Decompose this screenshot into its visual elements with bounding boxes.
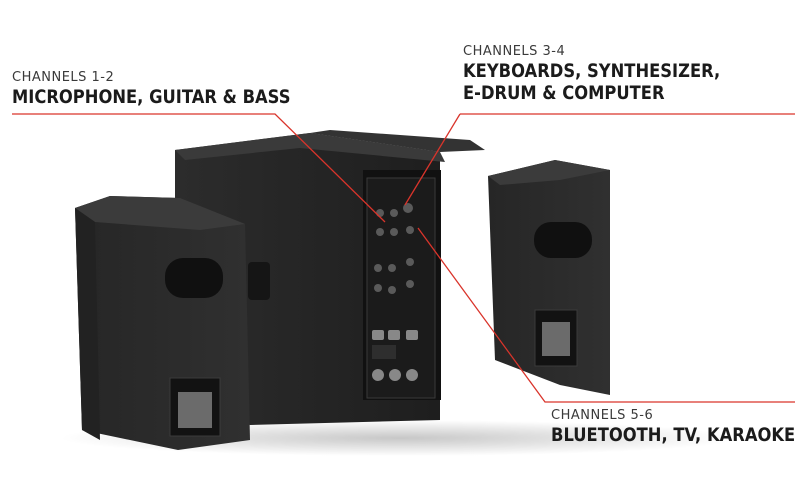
callout-title-line-2: E-DRUM & COMPUTER	[463, 82, 665, 104]
callout-channels-5-6: CHANNELS 5-6 BLUETOOTH, TV, KARAOKE	[551, 408, 800, 446]
io-jacks	[372, 330, 418, 381]
control-knobs	[374, 203, 414, 294]
handle-slot	[248, 262, 270, 300]
callout-label: CHANNELS 3-4	[463, 44, 566, 59]
satellite-speaker-left	[75, 196, 250, 450]
callout-lines	[12, 113, 795, 403]
satellite-speaker-right	[488, 160, 610, 395]
callout-label: CHANNELS 5-6	[551, 408, 654, 423]
callout-channels-3-4: CHANNELS 3-4 KEYBOARDS, SYNTHESIZER, E-D…	[463, 44, 762, 104]
callout-channels-1-2: CHANNELS 1-2 MICROPHONE, GUITAR & BASS	[12, 70, 336, 108]
callout-label: CHANNELS 1-2	[12, 70, 115, 85]
callout-title-line-1: KEYBOARDS, SYNTHESIZER,	[463, 60, 721, 82]
port-opening	[165, 258, 223, 298]
port-opening	[534, 222, 592, 258]
callout-title: MICROPHONE, GUITAR & BASS	[12, 86, 291, 108]
callout-title: BLUETOOTH, TV, KARAOKE	[551, 424, 796, 446]
